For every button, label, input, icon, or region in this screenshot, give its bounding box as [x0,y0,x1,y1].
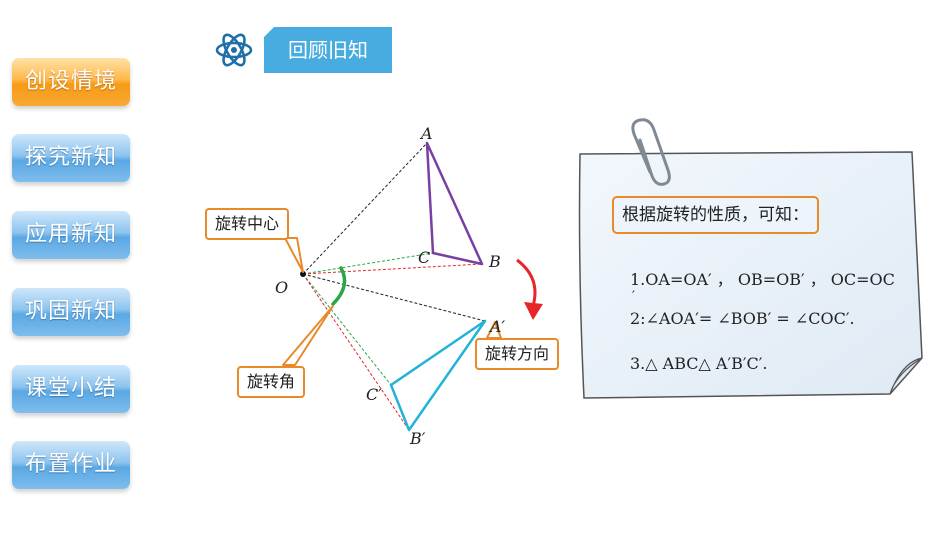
callout-rotation-angle: 旋转角 [237,366,306,398]
label-B-prime: B′ [410,429,426,448]
label-C: C [418,248,431,267]
atom-icon [215,33,253,67]
nav-apply-new[interactable]: 应用新知 [12,211,130,259]
label-A: A [421,124,433,143]
note-curl [889,357,923,395]
note-line-1-stray-mark: ′ [632,289,635,304]
rotation-angle-arc [331,266,347,306]
triangle-A-prime-B-prime-C-prime [389,319,487,432]
note-line-2: 2:∠AOA′= ∠BOB′ = ∠COC′. [630,309,855,328]
segment-OC-prime [302,273,392,386]
callout-rotation-direction: 旋转方向 [475,338,560,370]
note-line-3: 3.△ ABC△ A′B′C′. [630,354,768,373]
label-O: O [275,278,289,297]
label-B: B [489,252,501,271]
paperclip-icon [631,118,671,186]
nav-create-situation[interactable]: 创设情境 [12,58,130,106]
segment-OA [302,142,428,275]
rotation-center-point [300,271,306,277]
label-A-prime: A′ [490,317,506,336]
segment-OB-prime [302,273,410,431]
nav-homework[interactable]: 布置作业 [12,441,130,489]
nav-consolidate[interactable]: 巩固新知 [12,288,130,336]
arrow-head [524,302,543,320]
section-title: 回顾旧知 [264,27,392,73]
nav-summary[interactable]: 课堂小结 [12,365,130,413]
note-line-1: 1.OA=OA′ ， OB=OB′ ， OC=OC [630,270,895,289]
segment-OB [302,263,483,275]
note-title: 根据旋转的性质，可知： [612,196,819,234]
callout-center-pointer [284,237,304,273]
callout-angle-pointer [282,305,334,366]
segment-OC [302,252,434,275]
rotation-diagram [282,141,543,432]
triangle-ABC [425,141,484,266]
callout-rotation-center: 旋转中心 [205,208,290,240]
segment-OA-prime [302,273,486,322]
label-C-prime: C′ [366,385,382,404]
rotation-direction-arrow [516,258,537,307]
nav-explore-new[interactable]: 探究新知 [12,134,130,182]
